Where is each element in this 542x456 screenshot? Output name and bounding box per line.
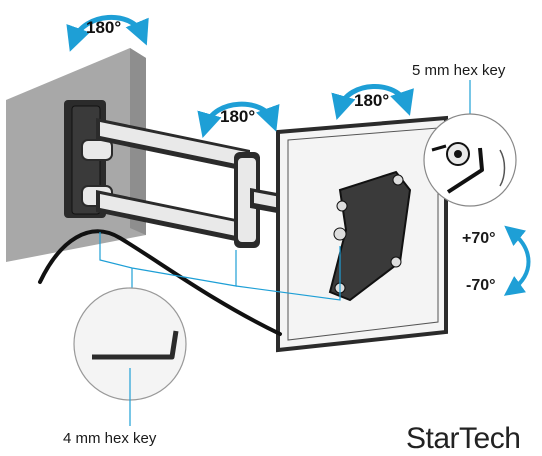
upper-arm bbox=[96, 118, 260, 248]
hex-key-4mm-label: 4 mm hex key bbox=[63, 430, 157, 447]
rotation-arrow-arm bbox=[197, 101, 280, 139]
tilt-up-label: +70° bbox=[462, 230, 496, 247]
tilt-down-label: -70° bbox=[466, 277, 496, 294]
detail-circle-bottom bbox=[73, 287, 187, 426]
detail-circle-top bbox=[423, 113, 517, 207]
rotation-label-wall: 180° bbox=[86, 18, 122, 37]
brand-logo: StarTech bbox=[406, 422, 521, 455]
rotation-label-vesa: 180° bbox=[354, 91, 390, 110]
tilt-arrow bbox=[503, 225, 531, 296]
rotation-arrow-wall bbox=[66, 14, 149, 52]
rotation-arrow-vesa bbox=[331, 84, 414, 121]
cable bbox=[38, 229, 282, 336]
rotation-label-arm: 180° bbox=[220, 107, 256, 126]
hex-key-5mm-label: 5 mm hex key bbox=[412, 62, 506, 79]
vesa-plate bbox=[328, 170, 412, 302]
